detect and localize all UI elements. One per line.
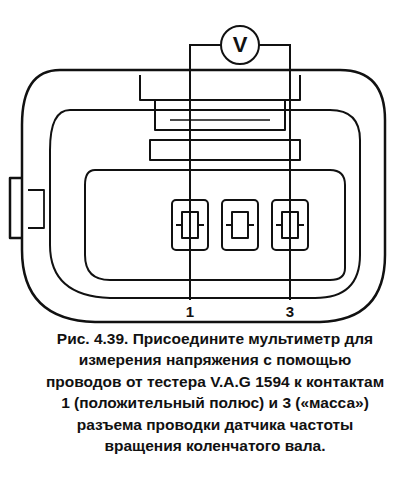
callout-number: 3: [284, 303, 296, 320]
meter-symbol: V: [233, 34, 248, 56]
figure-caption: Рис. 4.39. Присоедините мультиметр для и…: [40, 328, 390, 456]
voltmeter-circle: V: [220, 25, 260, 65]
connector-housing: [22, 70, 385, 322]
test-leads: [190, 45, 290, 300]
pin-sockets: [172, 200, 308, 250]
side-tab: [10, 178, 22, 238]
callout-number: 1: [184, 303, 196, 320]
